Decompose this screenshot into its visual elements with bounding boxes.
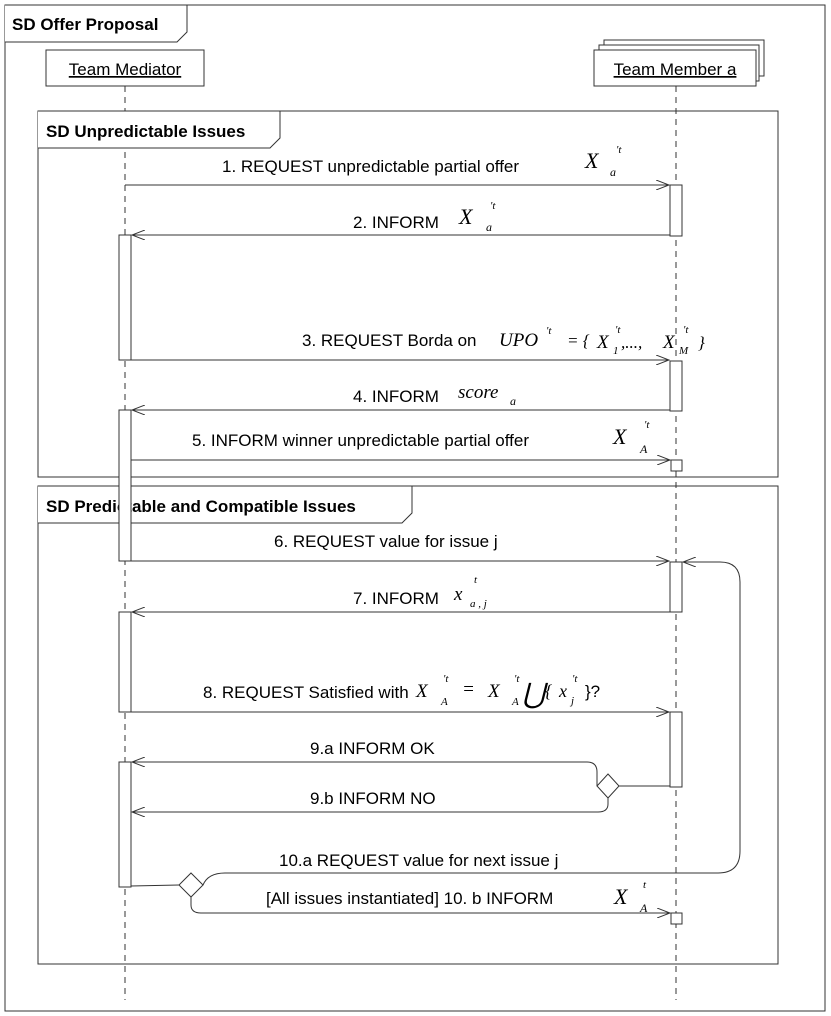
message-8-union: ⋃ bbox=[522, 679, 549, 710]
message-5-symbol: X bbox=[612, 424, 628, 449]
frame-title-tab bbox=[5, 4, 188, 43]
message-3-x1: X bbox=[596, 332, 610, 353]
message-8-x-a-sub: A bbox=[440, 696, 448, 708]
message-1-sub: a bbox=[610, 165, 616, 179]
lifeline-head-mediator bbox=[45, 49, 205, 87]
fragment-predictable-title: SD Predictable and Compatible Issues bbox=[46, 497, 356, 516]
message-2-sub: a bbox=[486, 220, 492, 234]
activation-mediator-1 bbox=[118, 234, 132, 361]
fragment-unpredictable-title: SD Unpredictable Issues bbox=[46, 122, 245, 141]
message-9a-label: 9.a INFORM OK bbox=[310, 739, 435, 758]
message-8-x-c-sub: j bbox=[569, 695, 574, 707]
message-8-eq: = bbox=[462, 679, 475, 700]
message-3-xm: X bbox=[662, 332, 676, 353]
decision-diamond-member bbox=[596, 773, 620, 799]
message-8-label: 8. REQUEST Satisfied with bbox=[203, 683, 409, 702]
message-1-symbol: X bbox=[584, 148, 600, 173]
frame-title: SD Offer Proposal bbox=[12, 15, 158, 34]
message-3-upo-sup: 't bbox=[546, 325, 552, 337]
message-8-x-b-sub: A bbox=[511, 696, 519, 708]
message-3-x1-sub: 1 bbox=[613, 345, 619, 357]
message-10a-loop-arrow bbox=[202, 562, 741, 886]
message-4-sub: a bbox=[510, 394, 516, 408]
activation-mediator-2 bbox=[118, 409, 132, 562]
message-3-dots: ,..., bbox=[621, 333, 642, 352]
message-3-eq: = { bbox=[567, 331, 590, 350]
message-8-x-b-sup: 't bbox=[514, 673, 520, 685]
message-5-sup: 't bbox=[644, 419, 650, 431]
message-1-label: 1. REQUEST unpredictable partial offer bbox=[222, 157, 519, 176]
message-3-x1-sup: 't bbox=[615, 324, 621, 336]
message-2-sup: 't bbox=[490, 200, 496, 212]
message-5-label: 5. INFORM winner unpredictable partial o… bbox=[192, 431, 529, 450]
message-7-sub: a , j bbox=[470, 598, 487, 610]
message-10b-arrow bbox=[190, 897, 670, 913]
decision-diamond-mediator bbox=[178, 872, 204, 898]
message-1-sup: 't bbox=[616, 144, 622, 156]
lifeline-label-member: Team Member a bbox=[614, 60, 737, 79]
activation-mediator-4 bbox=[118, 761, 132, 888]
message-3-label: 3. REQUEST Borda on bbox=[302, 331, 477, 350]
message-3-xm-sub: M bbox=[678, 345, 689, 357]
message-8-open: { bbox=[545, 681, 553, 701]
fragment-unpredictable-tab bbox=[38, 110, 281, 149]
lifeline-label-mediator: Team Mediator bbox=[69, 60, 182, 79]
activation-member-1 bbox=[669, 184, 683, 237]
message-8-x-c-sup: 't bbox=[572, 673, 578, 685]
activation-mediator-3 bbox=[118, 611, 132, 713]
message-8-close: }? bbox=[585, 682, 600, 701]
fragment-unpredictable bbox=[37, 110, 779, 478]
activation-member-2 bbox=[669, 360, 683, 412]
diagram-frame bbox=[4, 4, 826, 1012]
message-8-x-a-sup: 't bbox=[443, 673, 449, 685]
message-7-sup: t bbox=[474, 574, 478, 586]
message-3-close: } bbox=[698, 333, 705, 352]
message-3-xm-sup: 't bbox=[683, 324, 689, 336]
message-4-score: score bbox=[458, 382, 498, 403]
message-9a-arrow bbox=[132, 762, 598, 786]
message-3-upo: UPO bbox=[499, 330, 538, 351]
lifeline-head-member bbox=[593, 49, 757, 87]
message-10b-symbol: X bbox=[613, 884, 629, 909]
message-10a-label: 10.a REQUEST value for next issue j bbox=[279, 851, 558, 870]
activation-member-3 bbox=[670, 459, 683, 472]
activation-member-6 bbox=[670, 912, 683, 925]
message-4-label: 4. INFORM bbox=[353, 387, 439, 406]
decision-mediator-link bbox=[130, 884, 180, 887]
message-9b-label: 9.b INFORM NO bbox=[310, 789, 436, 808]
activation-member-5 bbox=[669, 711, 683, 788]
message-8-x-a: X bbox=[415, 681, 429, 702]
message-2-label: 2. INFORM bbox=[353, 213, 439, 232]
message-10b-label: [All issues instantiated] 10. b INFORM bbox=[266, 889, 553, 908]
message-2-symbol: X bbox=[458, 204, 474, 229]
message-10b-sup: t bbox=[643, 879, 647, 891]
message-8-x-b: X bbox=[487, 681, 501, 702]
message-7-symbol: x bbox=[453, 584, 463, 605]
activation-member-4 bbox=[669, 561, 683, 613]
message-9b-arrow bbox=[132, 798, 609, 812]
message-7-label: 7. INFORM bbox=[353, 589, 439, 608]
message-6-label: 6. REQUEST value for issue j bbox=[274, 532, 498, 551]
message-10b-sub: A bbox=[639, 901, 648, 915]
message-5-sub: A bbox=[639, 442, 648, 456]
message-8-x-c: x bbox=[558, 681, 567, 701]
